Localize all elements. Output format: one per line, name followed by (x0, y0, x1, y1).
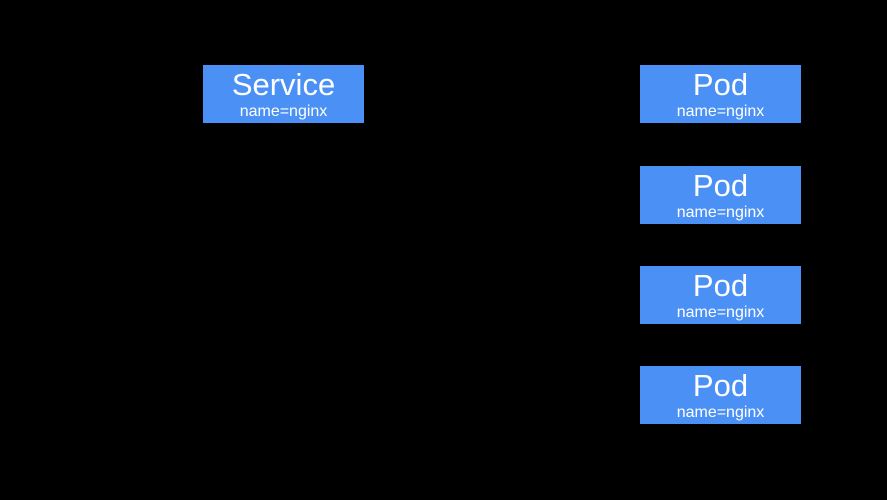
node-title: Service (231, 67, 336, 102)
node-title: Pod (692, 268, 749, 303)
node-title: Pod (692, 67, 749, 102)
node-title: Pod (692, 368, 749, 403)
node-subtitle: name=nginx (676, 103, 765, 120)
node-subtitle: name=nginx (676, 304, 765, 321)
node-title: Pod (692, 168, 749, 203)
node-subtitle: name=nginx (676, 204, 765, 221)
node-subtitle: name=nginx (676, 404, 765, 421)
node-subtitle: name=nginx (239, 103, 328, 120)
